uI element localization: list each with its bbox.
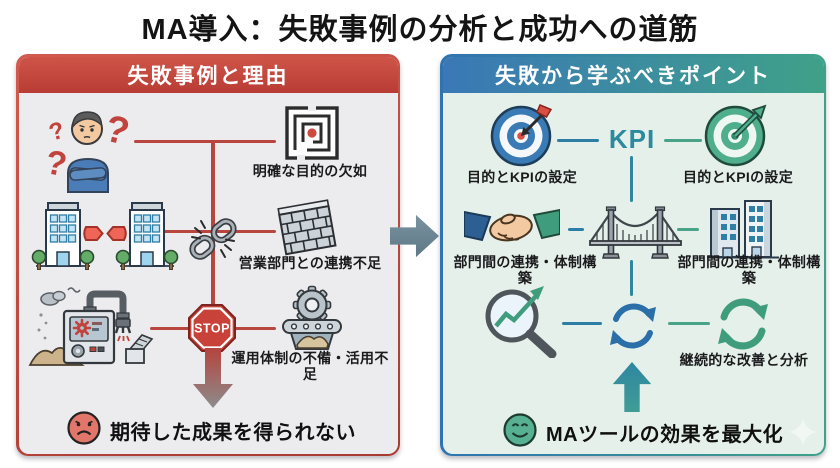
kpi-label: KPI xyxy=(608,124,656,154)
success-label-r2-left: 部門間の連携・体制構築 xyxy=(453,254,597,287)
success-panel-header: 失敗から学ぶべきポイント xyxy=(442,56,824,93)
disconnected-buildings-icon xyxy=(30,198,180,276)
failure-connector-line-row2 xyxy=(160,229,276,233)
sad-face-icon xyxy=(66,410,102,446)
right-arrow-icon xyxy=(390,209,440,263)
target-growth-icon xyxy=(702,103,768,169)
bridge-icon xyxy=(588,202,683,260)
success-label-r3-right: 継続的な改善と分析 xyxy=(679,352,809,368)
svg-text:?: ? xyxy=(101,108,134,154)
failure-label-2: 営業部門との連携不足 xyxy=(238,255,382,271)
handshake-icon xyxy=(464,200,560,256)
success-label-r2-right: 部門間の連携・体制構築 xyxy=(677,254,821,287)
sparkle-icon xyxy=(788,417,818,447)
stop-sign-label: STOP xyxy=(194,322,230,336)
unused-machine-icon xyxy=(281,284,343,350)
success-line-r1-left xyxy=(557,139,599,143)
down-arrow-icon xyxy=(192,348,234,410)
success-line-r2-right xyxy=(677,227,699,231)
success-label-r1-left: 目的とKPIの設定 xyxy=(466,169,578,185)
success-line-r3-right xyxy=(668,321,710,325)
svg-text:?: ? xyxy=(43,143,70,184)
success-label-r1-right: 目的とKPIの設定 xyxy=(682,169,794,185)
failure-panel-header: 失敗事例と理由 xyxy=(18,56,398,93)
success-line-vertical-b xyxy=(629,260,633,296)
office-buildings-icon xyxy=(705,197,781,261)
page-title: MA導入：失敗事例の分析と成功への道筋 xyxy=(141,14,699,46)
cycle-arrows-green-icon xyxy=(712,293,774,355)
failure-label-3: 運用体制の不備・活用不足 xyxy=(231,350,389,383)
success-line-r1-right xyxy=(664,139,702,143)
success-line-r2-left xyxy=(568,227,584,231)
failure-label-1: 明確な目的の欠如 xyxy=(252,163,368,179)
success-outcome-text: MAツールの効果を最大化 xyxy=(546,424,784,446)
cycle-arrows-blue-icon xyxy=(604,297,662,355)
confused-person-icon: ? ? ? xyxy=(40,98,136,194)
target-dart-icon xyxy=(488,103,554,169)
svg-text:?: ? xyxy=(46,117,68,147)
brick-wall-icon xyxy=(276,198,340,258)
success-line-r3-left xyxy=(562,321,602,325)
maze-icon xyxy=(284,105,340,161)
success-line-vertical-a xyxy=(629,156,633,202)
failure-outcome-text: 期待した成果を得られない xyxy=(110,422,356,444)
failure-connector-line-row1 xyxy=(134,139,276,143)
magnifier-chart-icon xyxy=(478,284,562,358)
up-arrow-icon xyxy=(611,362,653,412)
broken-chain-icon xyxy=(186,212,240,266)
smiley-face-icon xyxy=(502,412,538,448)
idle-factory-icon xyxy=(28,283,156,369)
stop-sign-icon: STOP xyxy=(186,302,238,354)
